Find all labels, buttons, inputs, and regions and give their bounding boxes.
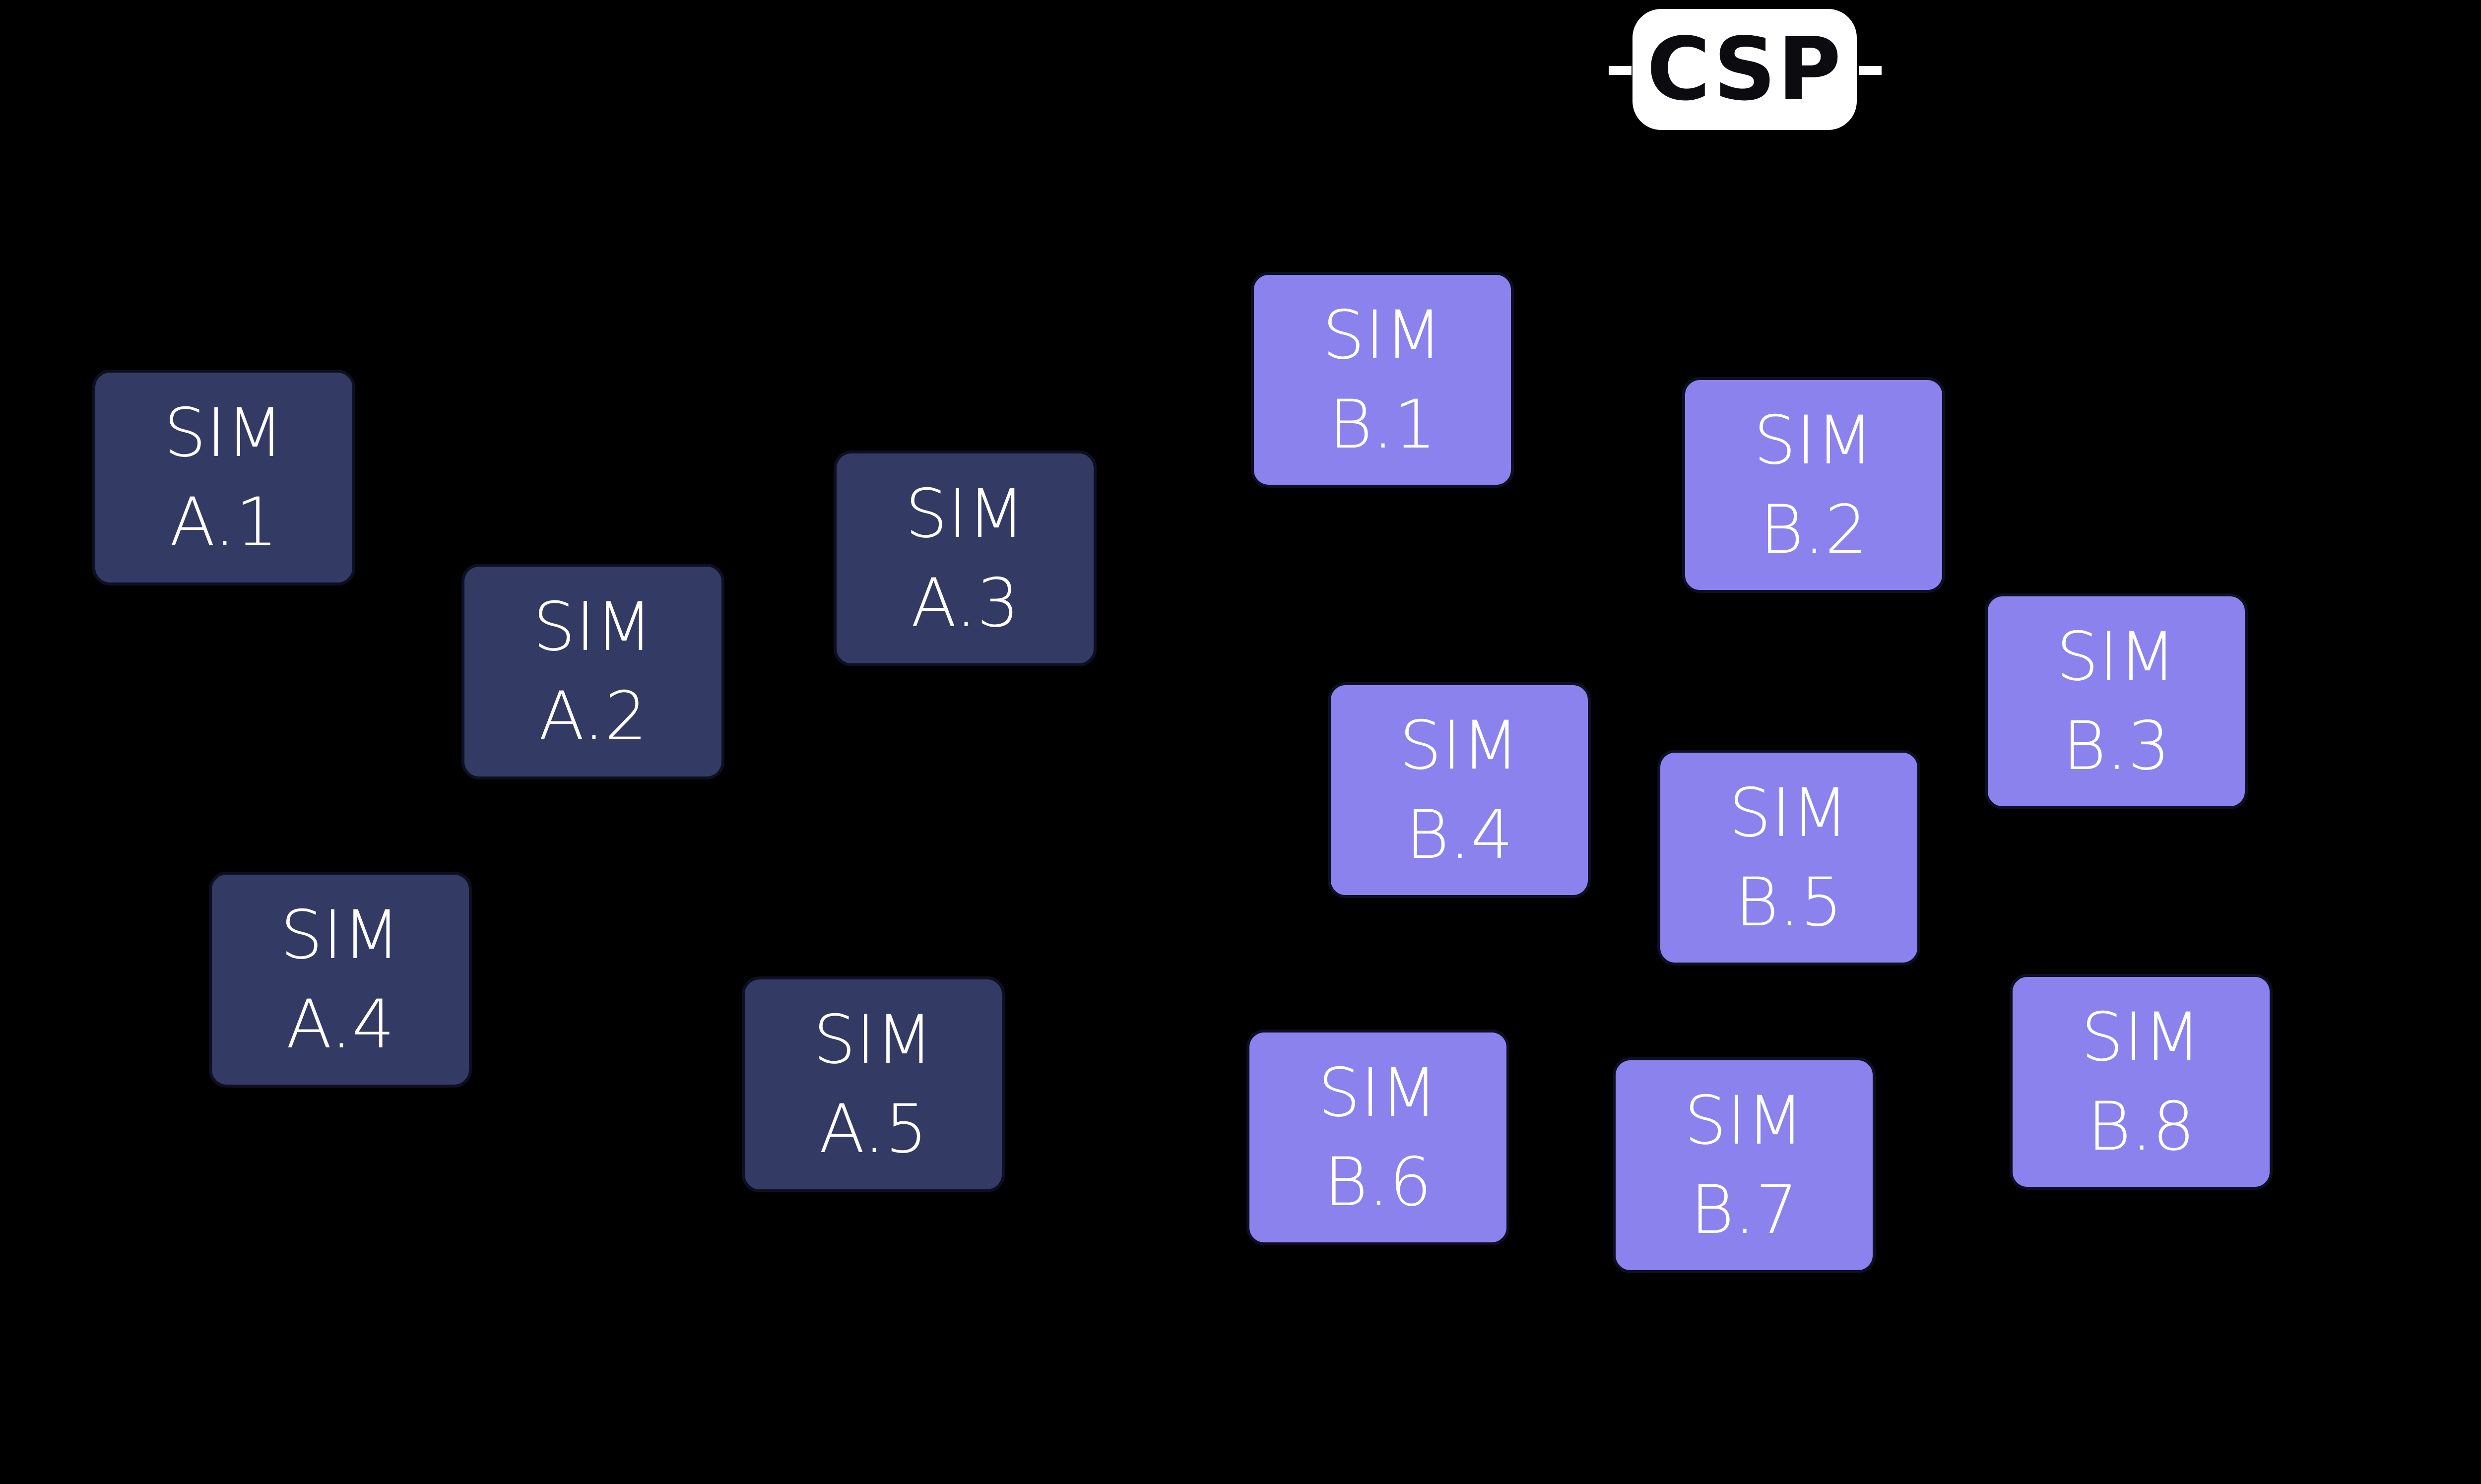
node-label-line2: A.4 xyxy=(286,985,395,1063)
node-label-line1: SIM xyxy=(1318,1053,1438,1132)
node-sim-b4: SIM B.4 xyxy=(1328,682,1591,898)
diagram-title: CSP xyxy=(1632,9,1857,130)
node-label-line1: SIM xyxy=(1729,774,1849,852)
node-label-line1: SIM xyxy=(533,587,653,666)
node-label-line2: B.6 xyxy=(1324,1143,1432,1221)
node-label-line1: SIM xyxy=(905,474,1025,553)
title-connector-dash-right xyxy=(1859,66,1882,75)
node-label-line2: A.1 xyxy=(169,483,278,561)
node-label-line1: SIM xyxy=(1754,401,1874,479)
node-label-line1: SIM xyxy=(2056,617,2176,696)
node-sim-a2: SIM A.2 xyxy=(461,564,724,779)
node-sim-b1: SIM B.1 xyxy=(1251,272,1514,488)
node-label-line1: SIM xyxy=(280,896,400,974)
node-label-line2: B.4 xyxy=(1405,795,1513,874)
node-label-line2: B.1 xyxy=(1328,385,1436,463)
boundary-dashed-border-left xyxy=(4,0,7,1484)
node-sim-a3: SIM A.3 xyxy=(834,451,1097,666)
node-label-line1: SIM xyxy=(1322,296,1442,374)
node-label-line2: A.5 xyxy=(819,1090,928,1168)
node-sim-b6: SIM B.6 xyxy=(1246,1030,1509,1245)
node-label-line2: B.8 xyxy=(2087,1087,2195,1165)
node-label-line1: SIM xyxy=(1684,1081,1804,1160)
node-label-line2: A.2 xyxy=(538,677,648,755)
node-label-line1: SIM xyxy=(2081,998,2201,1076)
node-label-line2: A.3 xyxy=(911,564,1020,642)
node-sim-a5: SIM A.5 xyxy=(742,976,1005,1192)
node-sim-a1: SIM A.1 xyxy=(92,370,355,585)
node-label-line1: SIM xyxy=(1399,706,1519,784)
node-sim-b7: SIM B.7 xyxy=(1613,1057,1876,1273)
node-label-line1: SIM xyxy=(164,393,284,472)
title-connector-dash-left xyxy=(1609,66,1632,75)
node-label-line2: B.3 xyxy=(2062,707,2170,785)
node-label-line1: SIM xyxy=(813,1000,933,1079)
node-label-line2: B.2 xyxy=(1760,490,1868,569)
node-label-line2: B.5 xyxy=(1735,863,1843,941)
node-sim-b2: SIM B.2 xyxy=(1682,377,1945,593)
node-sim-a4: SIM A.4 xyxy=(209,872,472,1088)
node-sim-b5: SIM B.5 xyxy=(1657,750,1920,966)
node-sim-b8: SIM B.8 xyxy=(2010,974,2273,1190)
node-label-line2: B.7 xyxy=(1690,1170,1798,1249)
node-sim-b3: SIM B.3 xyxy=(1985,593,2248,809)
